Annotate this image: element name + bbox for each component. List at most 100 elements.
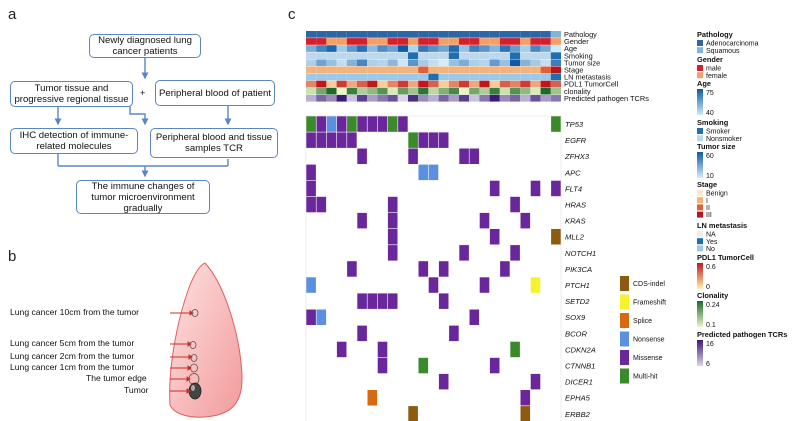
annotation-cell-pathology-10 bbox=[408, 31, 419, 38]
mutation-cell-tp53-3 bbox=[336, 116, 347, 132]
mutation-cell-apc-11 bbox=[418, 164, 429, 181]
annotation-cell-tumor-size-5 bbox=[357, 59, 368, 67]
annotation-cell-ln-metastasis-3 bbox=[336, 73, 347, 81]
mutation-cell-erbb2-21 bbox=[520, 406, 531, 421]
annotation-cell-smoking-10 bbox=[408, 52, 419, 59]
annotation-cell-gender-3 bbox=[336, 38, 347, 45]
annotation-cell-pdl1-tumorcell-8 bbox=[387, 80, 398, 88]
annotation-cell-smoking-24 bbox=[550, 52, 561, 59]
flow-box-tumor-tissue: Tumor tissue and progressive regional ti… bbox=[10, 81, 133, 107]
mutation-cell-egfr-13 bbox=[438, 132, 449, 148]
annotation-cell-predicted-pathogen-tcrs-8 bbox=[387, 94, 398, 102]
annotation-cell-age-8 bbox=[387, 45, 398, 52]
mutation-cell-mll2-8 bbox=[387, 229, 398, 245]
annotation-cell-tumor-size-7 bbox=[377, 59, 388, 67]
annotation-cell-tumor-size-2 bbox=[326, 59, 337, 67]
mutation-cell-flt4-18 bbox=[489, 180, 500, 197]
annotation-cell-age-12 bbox=[428, 45, 439, 52]
annotation-cell-clonality-3 bbox=[336, 87, 347, 95]
gene-label-kras: KRAS bbox=[565, 217, 586, 226]
mutation-cell-pik3ca-19 bbox=[500, 261, 510, 277]
annotation-cell-clonality-19 bbox=[499, 87, 510, 95]
mutation-legend-swatch-frameshift bbox=[620, 294, 629, 310]
annotation-legend-title: Gender bbox=[697, 55, 723, 64]
annotation-cell-predicted-pathogen-tcrs-3 bbox=[336, 94, 347, 102]
mutation-cell-cdkn2a-7 bbox=[377, 341, 388, 358]
mutation-legend-label-frameshift: Frameshift bbox=[633, 300, 666, 307]
annotation-cell-gender-5 bbox=[357, 38, 368, 45]
annotation-cell-stage-9 bbox=[397, 66, 408, 74]
mutation-cell-ptch1-17 bbox=[479, 277, 490, 293]
mutation-cell-zfhx3-16 bbox=[469, 148, 480, 164]
annotation-legend-item: Yes bbox=[706, 239, 718, 246]
annotation-legend-ramp bbox=[697, 263, 703, 289]
annotation-cell-predicted-pathogen-tcrs-17 bbox=[479, 94, 490, 102]
annotation-cell-tumor-size-0 bbox=[306, 59, 317, 67]
annotation-track-label: Predicted pathogen TCRs bbox=[564, 94, 649, 103]
annotation-cell-gender-9 bbox=[397, 38, 408, 45]
annotation-cell-ln-metastasis-6 bbox=[367, 73, 378, 81]
gene-label-egfr: EGFR bbox=[565, 136, 587, 145]
annotation-cell-stage-6 bbox=[367, 66, 378, 74]
flow-box-peripheral-blood: Peripheral blood of patient bbox=[155, 80, 275, 106]
annotation-cell-pathology-7 bbox=[377, 31, 388, 38]
annotation-cell-pdl1-tumorcell-14 bbox=[448, 80, 459, 88]
annotation-cell-gender-16 bbox=[469, 38, 480, 45]
annotation-legend-ramp bbox=[697, 89, 703, 115]
lung-label-10cm: Lung cancer 10cm from the tumor bbox=[10, 307, 139, 317]
annotation-cell-smoking-14 bbox=[448, 52, 459, 59]
annotation-cell-stage-3 bbox=[336, 66, 347, 74]
flow-box-tcr-samples: Peripheral blood and tissue samples TCR bbox=[150, 128, 278, 158]
annotation-cell-predicted-pathogen-tcrs-24 bbox=[550, 94, 561, 102]
annotation-cell-pdl1-tumorcell-13 bbox=[438, 80, 449, 88]
gene-label-apc: APC bbox=[564, 168, 581, 177]
annotation-cell-tumor-size-16 bbox=[469, 59, 480, 67]
annotation-legend-title: Predicted pathogen TCRs bbox=[697, 330, 787, 339]
mutation-cell-egfr-2 bbox=[326, 132, 337, 148]
mutation-cell-egfr-11 bbox=[418, 132, 429, 148]
mutation-cell-flt4-0 bbox=[306, 180, 316, 197]
mutation-cell-sox9-0 bbox=[306, 309, 316, 325]
annotation-legend-swatch bbox=[697, 231, 703, 237]
annotation-legend-ramp bbox=[697, 152, 703, 178]
mutation-cell-egfr-10 bbox=[408, 132, 418, 148]
annotation-cell-age-2 bbox=[326, 45, 337, 52]
annotation-cell-gender-10 bbox=[408, 38, 419, 45]
annotation-cell-pdl1-tumorcell-5 bbox=[357, 80, 368, 88]
mutation-cell-setd2-7 bbox=[377, 293, 388, 309]
annotation-cell-tumor-size-3 bbox=[336, 59, 347, 67]
annotation-cell-age-5 bbox=[357, 45, 368, 52]
mutation-legend-label-multi-hit: Multi-hit bbox=[633, 374, 658, 381]
annotation-cell-predicted-pathogen-tcrs-13 bbox=[438, 94, 449, 102]
annotation-cell-predicted-pathogen-tcrs-1 bbox=[316, 94, 327, 102]
annotation-cell-clonality-11 bbox=[418, 87, 429, 95]
annotation-cell-smoking-6 bbox=[367, 52, 378, 59]
mutation-legend-swatch-nonsense bbox=[620, 331, 629, 347]
annotation-cell-ln-metastasis-18 bbox=[489, 73, 500, 81]
annotation-cell-ln-metastasis-2 bbox=[326, 73, 337, 81]
lung-label-2cm: Lung cancer 2cm from the tumor bbox=[10, 351, 135, 361]
annotation-cell-tumor-size-6 bbox=[367, 59, 378, 67]
annotation-legend-swatch bbox=[697, 190, 703, 196]
annotation-cell-pathology-9 bbox=[397, 31, 408, 38]
mutation-cell-dicer1-22 bbox=[530, 373, 541, 390]
mutation-cell-tp53-4 bbox=[347, 116, 357, 132]
annotation-cell-predicted-pathogen-tcrs-15 bbox=[459, 94, 470, 102]
annotation-cell-ln-metastasis-11 bbox=[418, 73, 429, 81]
annotation-legend-swatch bbox=[697, 72, 703, 79]
annotation-cell-pathology-15 bbox=[459, 31, 470, 38]
annotation-cell-gender-18 bbox=[489, 38, 500, 45]
mutation-cell-egfr-4 bbox=[347, 132, 357, 148]
annotation-cell-gender-13 bbox=[438, 38, 449, 45]
annotation-cell-predicted-pathogen-tcrs-12 bbox=[428, 94, 439, 102]
annotation-cell-smoking-21 bbox=[520, 52, 531, 59]
annotation-legend-swatch bbox=[697, 245, 703, 252]
annotation-cell-gender-2 bbox=[326, 38, 337, 45]
annotation-cell-pathology-11 bbox=[418, 31, 429, 38]
mutation-cell-ptch1-22 bbox=[530, 277, 541, 293]
annotation-cell-pdl1-tumorcell-22 bbox=[530, 80, 541, 88]
annotation-cell-gender-12 bbox=[428, 38, 439, 45]
annotation-cell-predicted-pathogen-tcrs-4 bbox=[346, 94, 357, 102]
annotation-cell-pdl1-tumorcell-24 bbox=[550, 80, 561, 88]
annotation-cell-age-19 bbox=[499, 45, 510, 52]
